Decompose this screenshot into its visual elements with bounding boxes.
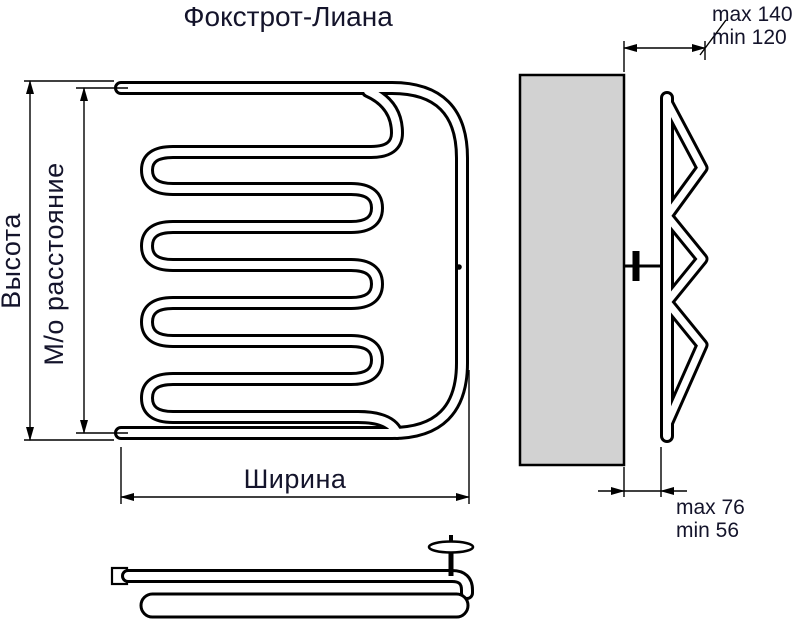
drawing-title: Фокстрот-Лиана	[183, 1, 393, 32]
top-view	[110, 535, 475, 619]
side-view-pipes	[660, 91, 709, 443]
depth-min-value: min 56	[676, 519, 739, 542]
frame-pipe-bore	[117, 84, 466, 437]
top-view-bar-bore	[124, 572, 471, 597]
width-dimension: Ширина	[120, 370, 470, 504]
width-label: Ширина	[244, 464, 347, 494]
valve-handle	[427, 540, 475, 554]
depth-max-value: max 76	[676, 496, 745, 519]
center-distance-label: М/о расстояние	[39, 162, 69, 365]
top-view-coil-outline	[139, 592, 470, 619]
wall-section	[518, 73, 626, 467]
offset-max-value: max 140	[712, 3, 793, 26]
air-vent-dot	[456, 264, 462, 270]
height-label: Высота	[0, 213, 26, 309]
coil-pipe-bore	[143, 87, 401, 437]
zigzag-coil-bore	[663, 98, 706, 428]
offset-min-value: min 120	[712, 26, 787, 49]
valve	[427, 535, 475, 576]
side-view: max 140 min 120 max 76 min 56	[518, 3, 793, 542]
center-distance-dimension: М/о расстояние	[39, 87, 128, 434]
depth-dimension: max 76 min 56	[598, 447, 745, 542]
front-view-pipes-outline	[114, 81, 469, 440]
wall-offset-dimension: max 140 min 120	[623, 3, 793, 72]
height-dimension: Высота	[0, 80, 114, 441]
front-view: Высота М/о расстояние Ширина	[0, 80, 470, 504]
wall-bracket	[624, 251, 660, 281]
